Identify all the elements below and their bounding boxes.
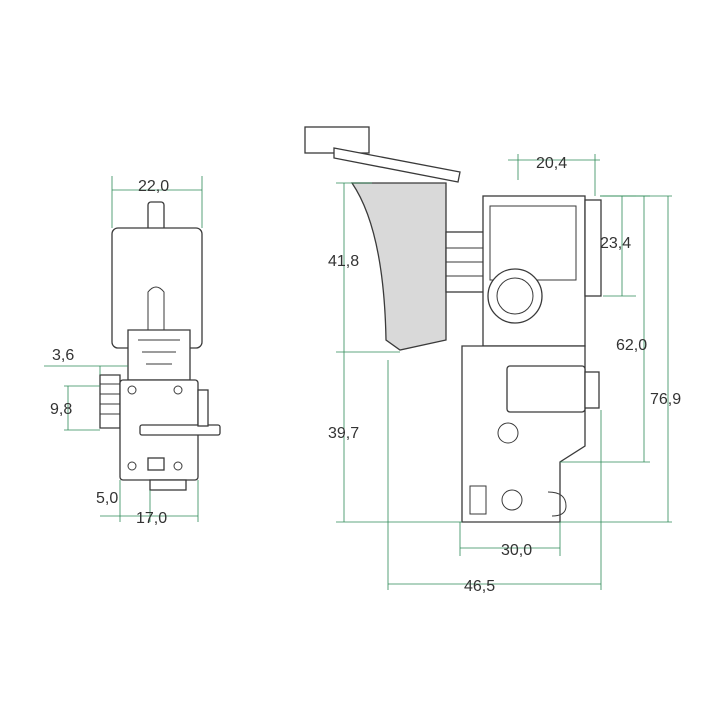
dimension-lines <box>44 154 672 590</box>
side-terminal-1 <box>139 424 221 436</box>
dim-line-front-top-width <box>508 154 600 196</box>
dim-label-front-body-height: 62,0 <box>616 337 647 354</box>
front-side-switch <box>506 365 586 413</box>
dim-line-side-bottom-width <box>100 480 199 522</box>
front-pivot-inner <box>496 277 534 315</box>
dim-line-side-offset <box>44 365 128 375</box>
side-rivet-1 <box>127 385 137 395</box>
dim-label-front-total-width: 46,5 <box>464 578 495 595</box>
dim-line-front-lower-height <box>336 352 462 523</box>
dim-label-side-bottom-width: 17,0 <box>136 510 167 527</box>
dim-label-front-total-height: 76,9 <box>650 391 681 408</box>
front-view <box>304 126 602 523</box>
dim-label-front-top-width: 20,4 <box>536 155 567 172</box>
front-pivot-outer <box>487 268 543 324</box>
front-latch <box>547 491 567 517</box>
side-connector-fin-lines <box>100 383 120 415</box>
dim-label-side-offset: 3,6 <box>52 347 74 364</box>
dim-label-side-connector-height: 9,8 <box>50 401 72 418</box>
front-shaft-lines <box>446 247 488 277</box>
front-trigger <box>350 182 447 351</box>
side-bottom-foot <box>149 479 187 491</box>
side-rivet-3 <box>127 461 137 471</box>
front-side-tab <box>584 199 602 297</box>
dimension-labels: 22,0 3,6 9,8 5,0 17,0 20,4 41,8 39,7 23,… <box>50 155 681 595</box>
side-connector-fins <box>99 374 121 429</box>
side-neck-detail <box>138 339 180 365</box>
dim-line-front-total-width <box>387 360 602 590</box>
dim-label-front-base-width: 30,0 <box>501 542 532 559</box>
dim-label-front-upper-block: 23,4 <box>600 235 631 252</box>
front-hole-lower <box>501 489 523 511</box>
front-hole-upper <box>497 422 519 444</box>
dim-label-front-lower-height: 39,7 <box>328 425 359 442</box>
dim-label-side-width-top: 22,0 <box>138 178 169 195</box>
dim-line-side-bottom-offset <box>119 480 151 522</box>
side-right-bracket <box>197 389 209 427</box>
side-terminal-2 <box>147 457 165 471</box>
dim-line-front-trigger-height <box>336 182 400 353</box>
side-neck <box>127 329 191 381</box>
dim-label-side-bottom-offset: 5,0 <box>96 490 118 507</box>
dim-line-front-base-width <box>459 522 561 556</box>
dim-label-front-trigger-height: 41,8 <box>328 253 359 270</box>
side-trigger-slot <box>147 286 165 332</box>
dim-line-side-connector-height <box>64 385 100 431</box>
front-slot <box>469 485 487 515</box>
dim-line-front-total-height <box>560 195 672 523</box>
front-lever-arm <box>333 147 461 183</box>
side-view <box>99 201 221 491</box>
front-upper-block <box>482 195 586 347</box>
side-rivet-2 <box>173 385 183 395</box>
dim-line-side-width-top <box>111 176 203 228</box>
side-rivet-4 <box>173 461 183 471</box>
front-side-switch-knob <box>584 371 600 409</box>
